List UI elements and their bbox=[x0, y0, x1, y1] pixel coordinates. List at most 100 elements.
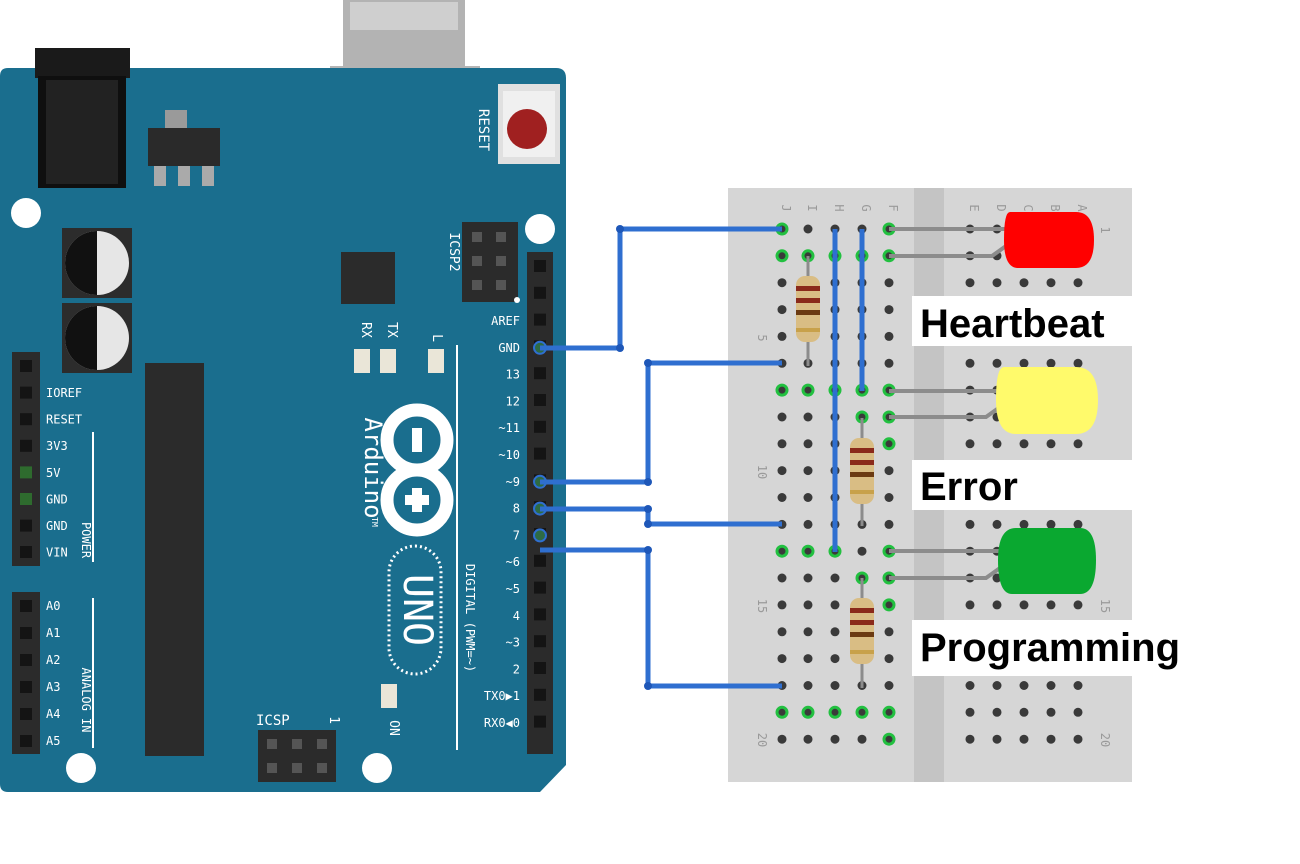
breadboard-hole bbox=[1019, 600, 1029, 610]
breadboard-hole bbox=[803, 466, 813, 476]
bb-col-f: F bbox=[886, 204, 900, 211]
breadboard-hole bbox=[830, 627, 840, 637]
analog-bracket bbox=[92, 598, 94, 748]
breadboard-hole bbox=[884, 466, 894, 476]
breadboard-hole bbox=[882, 705, 896, 719]
breadboard-hole bbox=[884, 493, 894, 502]
arduino-logo bbox=[380, 403, 454, 537]
rx-led bbox=[354, 349, 370, 373]
breadboard-hole bbox=[965, 734, 975, 744]
breadboard-hole bbox=[965, 439, 975, 449]
digital-label: DIGITAL (PWM=~) bbox=[463, 564, 477, 672]
breadboard-hole bbox=[1046, 707, 1056, 717]
breadboard-hole bbox=[1019, 439, 1029, 449]
bb-row-15-label-right: 15 bbox=[1098, 599, 1112, 613]
digital-pin-label: 7 bbox=[513, 528, 520, 542]
tx-led bbox=[380, 349, 396, 373]
breadboard-hole bbox=[884, 627, 894, 637]
breadboard-hole bbox=[777, 627, 787, 637]
breadboard-hole bbox=[803, 573, 813, 583]
breadboard-hole bbox=[884, 681, 894, 690]
breadboard-hole bbox=[830, 681, 840, 690]
header-pin bbox=[534, 313, 546, 326]
breadboard-hole bbox=[1046, 358, 1056, 368]
header-pin bbox=[534, 635, 546, 648]
breadboard-hole bbox=[803, 654, 813, 664]
header-pin bbox=[534, 554, 546, 567]
resistor bbox=[850, 418, 874, 526]
icsp-pin1-label: 1 bbox=[326, 716, 341, 724]
header-pin bbox=[20, 493, 32, 505]
bb-col-b: B bbox=[1048, 204, 1062, 211]
bb-col-a: A bbox=[1075, 204, 1089, 212]
on-label: ON bbox=[386, 720, 401, 736]
analog-pin-label: A4 bbox=[46, 707, 60, 721]
breadboard-hole bbox=[1046, 600, 1056, 610]
usb-interface-chip bbox=[341, 252, 395, 304]
tx-label: TX bbox=[384, 322, 399, 338]
header-pin bbox=[534, 688, 546, 701]
breadboard-hole bbox=[775, 544, 789, 558]
breadboard-hole bbox=[992, 519, 1002, 529]
breadboard-hole bbox=[777, 331, 787, 341]
breadboard-hole bbox=[992, 681, 1002, 690]
on-led bbox=[381, 684, 397, 708]
breadboard-hole bbox=[777, 278, 787, 288]
bb-col-c: C bbox=[1021, 204, 1035, 211]
header-pin bbox=[534, 662, 546, 674]
header-pin bbox=[20, 681, 32, 693]
mounting-hole bbox=[66, 753, 96, 783]
voltage-regulator bbox=[165, 110, 187, 130]
analog-pin-label: A0 bbox=[46, 599, 60, 613]
header-pin bbox=[534, 715, 546, 728]
breadboard-hole bbox=[1019, 278, 1029, 288]
breadboard-hole bbox=[884, 358, 894, 368]
power-pin-label: 5V bbox=[46, 466, 60, 480]
bb-col-i: I bbox=[805, 204, 819, 211]
breadboard-hole bbox=[777, 439, 787, 449]
breadboard-hole bbox=[777, 573, 787, 583]
reset-label: RESET bbox=[475, 109, 491, 152]
breadboard-hole bbox=[884, 519, 894, 529]
digital-pin-label: ~11 bbox=[498, 421, 520, 435]
breadboard-hole bbox=[1073, 278, 1083, 288]
digital-bracket bbox=[456, 345, 458, 750]
reset-button[interactable] bbox=[498, 84, 560, 164]
header-pin bbox=[534, 581, 546, 594]
header-pin bbox=[534, 367, 546, 380]
header-pin bbox=[534, 286, 546, 299]
breadboard-hole bbox=[803, 224, 813, 234]
header-pin bbox=[20, 600, 32, 612]
breadboard-hole bbox=[857, 734, 867, 744]
led-heartbeat bbox=[1004, 212, 1094, 268]
digital-pin-label: ~5 bbox=[506, 582, 520, 596]
analog-pin-label: A3 bbox=[46, 680, 60, 694]
analog-header-holes bbox=[20, 600, 32, 747]
breadboard-hole bbox=[992, 278, 1002, 288]
mounting-hole bbox=[525, 214, 555, 244]
callout-heartbeat: Heartbeat bbox=[912, 296, 1132, 346]
power-bracket bbox=[92, 432, 94, 562]
digital-pin-label: TX0▶1 bbox=[484, 689, 520, 703]
jumper-wires bbox=[540, 226, 865, 689]
breadboard-hole bbox=[884, 278, 894, 288]
breadboard-hole bbox=[992, 600, 1002, 610]
breadboard-hole bbox=[882, 732, 896, 746]
header-pin bbox=[534, 608, 546, 621]
breadboard-hole bbox=[882, 598, 896, 612]
header-pin bbox=[20, 627, 32, 639]
breadboard-hole bbox=[803, 519, 813, 529]
power-pin-label: RESET bbox=[46, 413, 82, 427]
breadboard-hole bbox=[1046, 734, 1056, 744]
bb-col-j: J bbox=[779, 204, 793, 211]
breadboard-hole bbox=[803, 493, 813, 502]
wire-pin8 bbox=[540, 506, 782, 527]
breadboard-hole bbox=[1046, 278, 1056, 288]
breadboard-hole bbox=[803, 734, 813, 744]
breadboard-hole bbox=[1073, 734, 1083, 744]
breadboard-hole bbox=[1019, 519, 1029, 529]
breadboard-hole bbox=[801, 383, 815, 397]
breadboard-hole bbox=[965, 707, 975, 717]
breadboard-hole bbox=[777, 493, 787, 502]
